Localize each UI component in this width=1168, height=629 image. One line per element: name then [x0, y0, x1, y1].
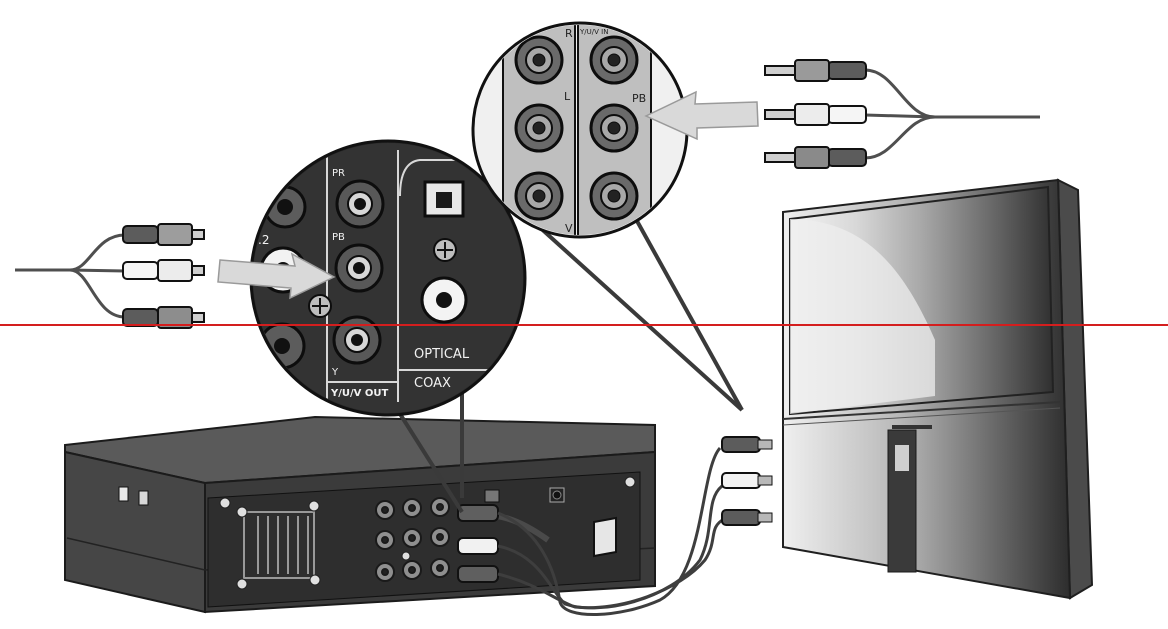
insert-arrow-icon	[217, 252, 336, 300]
component-video-cable	[497, 446, 725, 617]
rca-three-plug-bundle-icon	[15, 223, 205, 329]
label-pb-in: PB	[632, 92, 646, 105]
label-r-in: R	[565, 27, 573, 40]
label-yuv-in: Y/U/V IN	[579, 28, 608, 36]
rca-three-plug-bundle-icon	[764, 59, 1040, 169]
tv-front-panel	[887, 429, 917, 573]
zoom-leader-lines	[393, 194, 744, 514]
vent-grille	[243, 511, 315, 579]
label-l-in: L	[564, 90, 571, 103]
label-yuv-out: Y/U/V OUT	[330, 388, 389, 399]
label-v-in: V	[565, 222, 573, 235]
label-pr-out: PR	[332, 168, 345, 179]
tv-input-plugs	[721, 436, 773, 526]
power-socket	[593, 516, 617, 558]
label-pb-out: PB	[332, 232, 345, 243]
label-coaxial: COAX	[414, 376, 451, 391]
rca-jack-block	[375, 497, 450, 582]
label-optical: OPTICAL	[414, 347, 470, 362]
projection-tv	[782, 178, 1094, 600]
power-switch	[118, 486, 129, 502]
dvd-player	[64, 415, 656, 614]
label-partial-left: .2	[258, 233, 269, 247]
insert-arrow-icon	[644, 90, 759, 141]
dvd-back-panel	[207, 471, 641, 608]
label-y-out: Y	[331, 367, 339, 378]
